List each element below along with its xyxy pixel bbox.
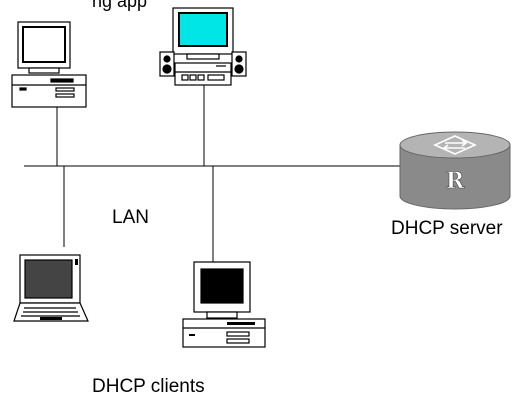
laptop-icon [13, 254, 89, 322]
dhcp-clients-label: DHCP clients [92, 376, 205, 397]
desktop-computer-icon [182, 261, 266, 348]
lan-label: LAN [112, 207, 149, 228]
dhcp-server-label: DHCP server [391, 218, 503, 239]
router-icon: R [399, 131, 511, 210]
top-partial-label: ng app [92, 0, 148, 11]
multimedia-desktop-icon [159, 7, 247, 86]
desktop-computer-icon [11, 21, 87, 108]
lan-links [24, 83, 400, 270]
router-badge: R [446, 168, 465, 194]
